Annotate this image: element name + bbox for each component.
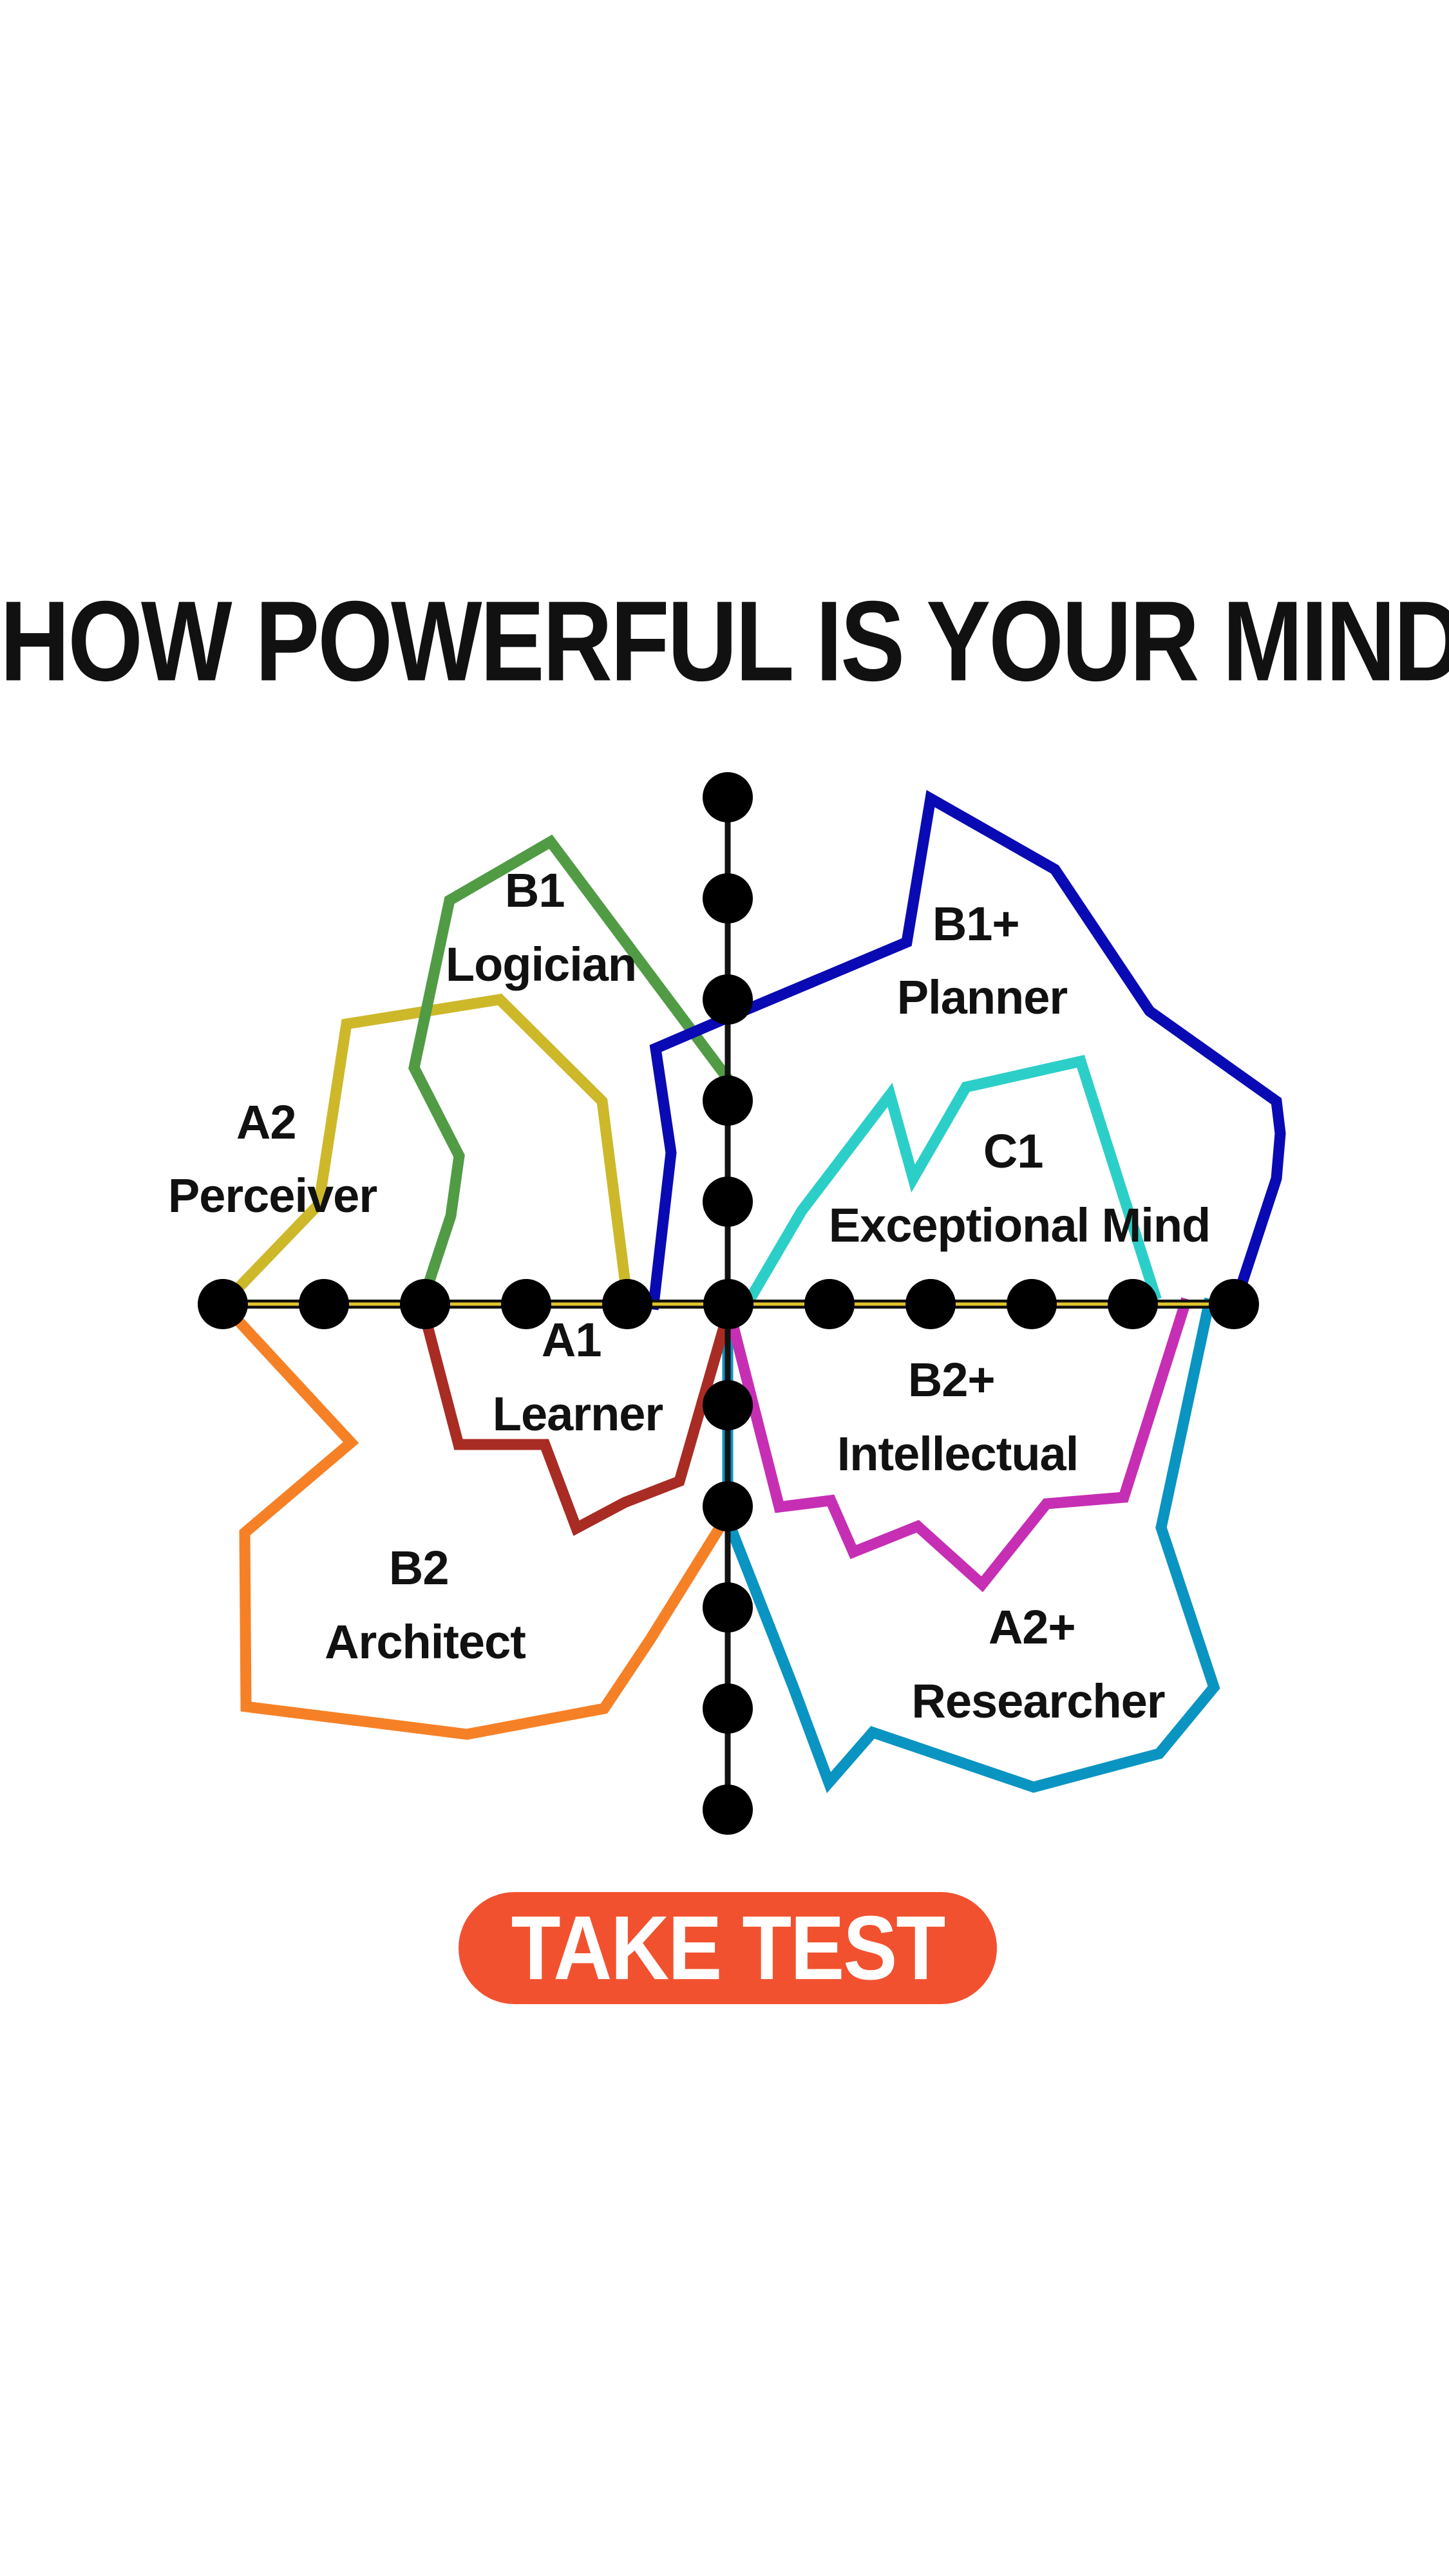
region-name: Exceptional Mind — [829, 1198, 1211, 1252]
axis-node — [703, 1279, 753, 1329]
axis-node — [703, 1075, 753, 1126]
region-level: C1 — [983, 1124, 1043, 1178]
region-level: B1+ — [933, 897, 1019, 951]
axis-node — [400, 1279, 450, 1329]
region-name: Intellectual — [837, 1427, 1079, 1481]
page-title: HOW POWERFUL IS YOUR MIND? — [0, 576, 1449, 705]
axis-node — [905, 1279, 956, 1329]
region-name: Learner — [493, 1387, 663, 1441]
region-level: A1 — [542, 1313, 601, 1367]
region-outline-a2plus-researcher — [722, 1297, 1220, 1794]
axis-node — [1108, 1279, 1158, 1329]
axis-node — [703, 1177, 753, 1227]
take-test-button[interactable]: TAKE TEST — [459, 1892, 997, 2004]
region-label-c1-exceptional-mind: C1 Exceptional Mind — [829, 1124, 1211, 1252]
axis-node — [501, 1279, 551, 1329]
region-outline-b1plus-planner — [647, 790, 1286, 1311]
region-name: Logician — [446, 938, 636, 991]
axis-node — [198, 1279, 248, 1329]
region-outline-c1-exceptional-mind — [739, 1054, 1162, 1312]
region-name: Architect — [325, 1615, 526, 1669]
take-test-label: TAKE TEST — [511, 1897, 946, 1999]
region-outline-b1-logician — [408, 834, 735, 1311]
axis-node — [703, 1582, 753, 1633]
region-label-b2-architect: B2 Architect — [325, 1541, 526, 1669]
region-label-b1-logician: B1 Logician — [446, 864, 636, 991]
region-level: B1 — [505, 864, 565, 917]
region-label-a2-perceiver: A2 Perceiver — [168, 1095, 377, 1222]
axis-node — [804, 1279, 855, 1329]
axis-node — [1007, 1279, 1057, 1329]
region-label-b1plus-planner: B1+ Planner — [897, 897, 1068, 1024]
axis-node — [703, 1380, 753, 1430]
region-label-b2plus-intellectual: B2+ Intellectual — [837, 1353, 1079, 1481]
region-outline-a1-learner — [415, 1297, 735, 1537]
axis-node — [703, 1785, 753, 1835]
region-name: Planner — [897, 971, 1068, 1024]
region-name: Researcher — [911, 1674, 1164, 1728]
axis-node — [703, 974, 753, 1025]
axis-node — [703, 772, 753, 822]
region-level: B2+ — [908, 1353, 995, 1406]
axis-node — [602, 1279, 652, 1329]
region-label-a2plus-researcher: A2+ Researcher — [911, 1600, 1164, 1728]
region-level: A2+ — [989, 1600, 1075, 1654]
axis-node — [703, 1481, 753, 1531]
axis-node — [703, 1683, 753, 1734]
region-level: B2 — [389, 1541, 449, 1595]
region-name: Perceiver — [168, 1169, 377, 1222]
axis-node — [299, 1279, 349, 1329]
region-label-a1-learner: A1 Learner — [493, 1313, 663, 1441]
region-level: A2 — [236, 1095, 296, 1149]
axis-node — [1209, 1279, 1259, 1329]
region-outline-b2plus-intellectual — [721, 1297, 1192, 1593]
region-outline-b2-architect — [214, 1296, 735, 1740]
region-outline-a2-perceiver — [214, 993, 634, 1312]
axis-node — [703, 873, 753, 923]
